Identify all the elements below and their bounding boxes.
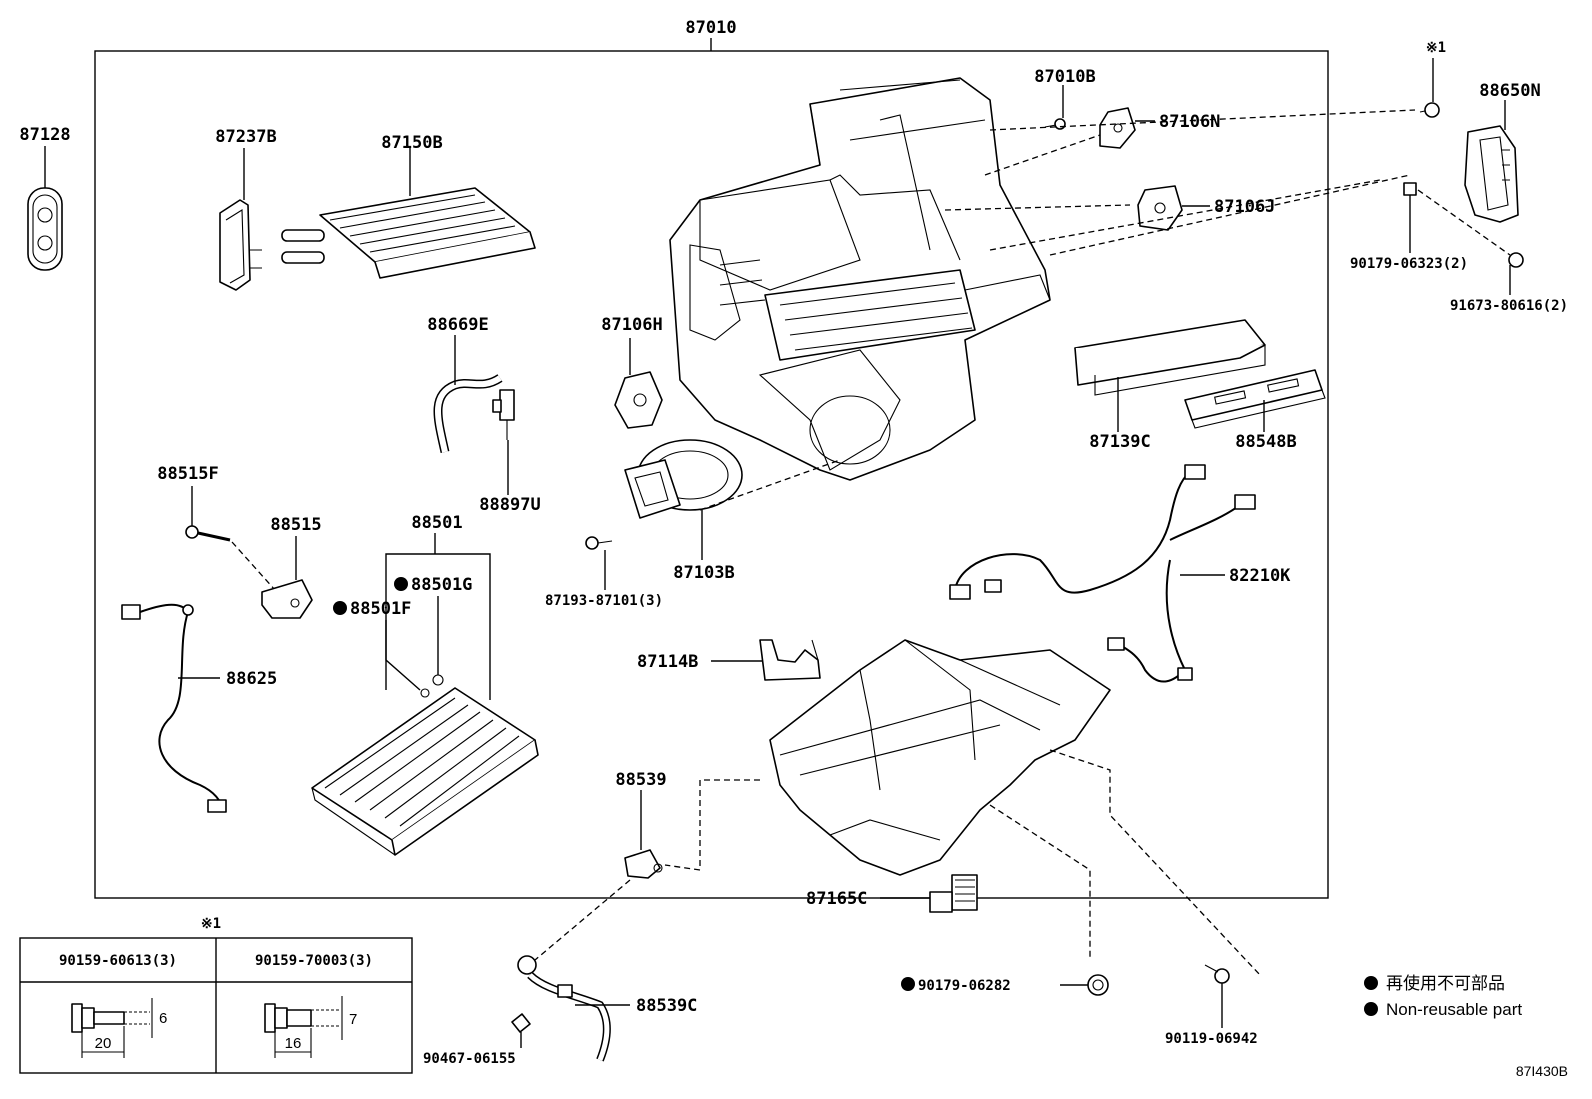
label-87114B[interactable]: 87114B [637, 652, 698, 672]
screw-87193-87101-drawing [585, 536, 613, 550]
label-87106H[interactable]: 87106H [601, 315, 662, 335]
bracket-87114B-drawing [759, 639, 821, 681]
label-90467-06155[interactable]: 90467-06155 [423, 1051, 516, 1067]
hose-88669E-drawing [433, 374, 503, 453]
label-88515[interactable]: 88515 [270, 515, 321, 535]
non-reusable-dot-88501G [394, 577, 408, 591]
label-87150B[interactable]: 87150B [381, 133, 442, 153]
assembly-label[interactable]: 87010 [685, 18, 736, 38]
label-87106N[interactable]: 87106N [1159, 112, 1220, 132]
hose-88539C-drawing [517, 955, 611, 1062]
clip-90179-06323-drawing [1403, 182, 1417, 196]
spec-bolt-2-drawing [264, 996, 343, 1058]
ecu-88650N-drawing [1464, 125, 1519, 223]
label-91673-80616[interactable]: 91673-80616(2) [1450, 298, 1568, 314]
harness-88625-drawing [121, 603, 227, 813]
servo-87106N-drawing [1099, 107, 1136, 149]
lower-case-drawing [769, 639, 1111, 876]
spec-table [19, 937, 413, 1074]
label-88515F[interactable]: 88515F [157, 464, 218, 484]
spec-diameter-1: 6 [159, 1010, 167, 1027]
bolt-90119-06942-drawing [1204, 964, 1230, 984]
oring-88501F-drawing [420, 688, 430, 698]
label-88539[interactable]: 88539 [615, 770, 666, 790]
screw-ref1-drawing [1419, 102, 1440, 118]
table-ref-mark: ※1 [201, 916, 221, 932]
label-87193-87101[interactable]: 87193-87101(3) [545, 593, 663, 609]
label-87139C[interactable]: 87139C [1089, 432, 1150, 452]
hvac-case-drawing [669, 77, 1051, 481]
legend-english: Non-reusable part [1386, 1000, 1522, 1019]
label-87010B[interactable]: 87010B [1034, 67, 1095, 87]
legend-japanese: 再使用不可部品 [1386, 973, 1505, 993]
non-reusable-dot-88501F [333, 601, 347, 615]
grommet-87128-drawing [27, 187, 63, 271]
spec-diameter-2: 7 [349, 1011, 357, 1028]
label-88501[interactable]: 88501 [411, 513, 462, 533]
label-90179-06323[interactable]: 90179-06323(2) [1350, 256, 1468, 272]
spec-length-1: 20 [95, 1035, 112, 1052]
label-88625[interactable]: 88625 [226, 669, 277, 689]
clip-90467-06155-drawing [511, 1013, 531, 1033]
label-88650N[interactable]: 88650N [1479, 81, 1540, 101]
label-90179-06282[interactable]: 90179-06282 [918, 978, 1011, 994]
label-88501G[interactable]: 88501G [411, 575, 472, 595]
blower-87103B-drawing [624, 439, 743, 519]
evaporator-88501-drawing [311, 687, 539, 856]
servo-87106J-drawing [1137, 185, 1183, 231]
label-88669E[interactable]: 88669E [427, 315, 488, 335]
cover-88548B-drawing [1184, 369, 1326, 429]
oring-88501G-drawing [432, 674, 444, 686]
sensor-88539-drawing [624, 849, 663, 879]
label-88548B[interactable]: 88548B [1235, 432, 1296, 452]
harness-82210K-drawing [949, 464, 1256, 683]
legend-dot-jp [1364, 976, 1378, 990]
label-88539C[interactable]: 88539C [636, 996, 697, 1016]
ref-mark-top: ※1 [1426, 40, 1446, 56]
label-87237B[interactable]: 87237B [215, 127, 276, 147]
label-87165C[interactable]: 87165C [806, 889, 867, 909]
nut-90179-06282-drawing [1087, 974, 1109, 996]
label-87128[interactable]: 87128 [19, 125, 70, 145]
filter-87139C-drawing [1074, 319, 1266, 396]
non-reusable-dot-90179-06282 [901, 977, 915, 991]
sensor-88515-drawing [261, 579, 313, 619]
spec-bolt-1-drawing [71, 998, 153, 1058]
label-88897U[interactable]: 88897U [479, 495, 540, 515]
legend-dot-en [1364, 1002, 1378, 1016]
label-90119-06942[interactable]: 90119-06942 [1165, 1031, 1258, 1047]
label-88501F[interactable]: 88501F [350, 599, 411, 619]
servo-87106H-drawing [614, 371, 663, 429]
screw-88515F-drawing [185, 525, 231, 542]
spec-length-2: 16 [285, 1035, 302, 1052]
sensor-88897U-drawing [492, 389, 515, 440]
screw-91673-80616-drawing [1508, 252, 1524, 268]
spec-part-1: 90159-60613(3) [59, 953, 177, 969]
figure-code: 87I430B [1516, 1063, 1568, 1079]
heater-core-87150B-drawing [281, 187, 536, 279]
label-87103B[interactable]: 87103B [673, 563, 734, 583]
resistor-87165C-drawing [929, 874, 978, 913]
label-82210K[interactable]: 82210K [1229, 566, 1291, 586]
bracket-87237B-drawing [219, 199, 262, 291]
spec-part-2: 90159-70003(3) [255, 953, 373, 969]
